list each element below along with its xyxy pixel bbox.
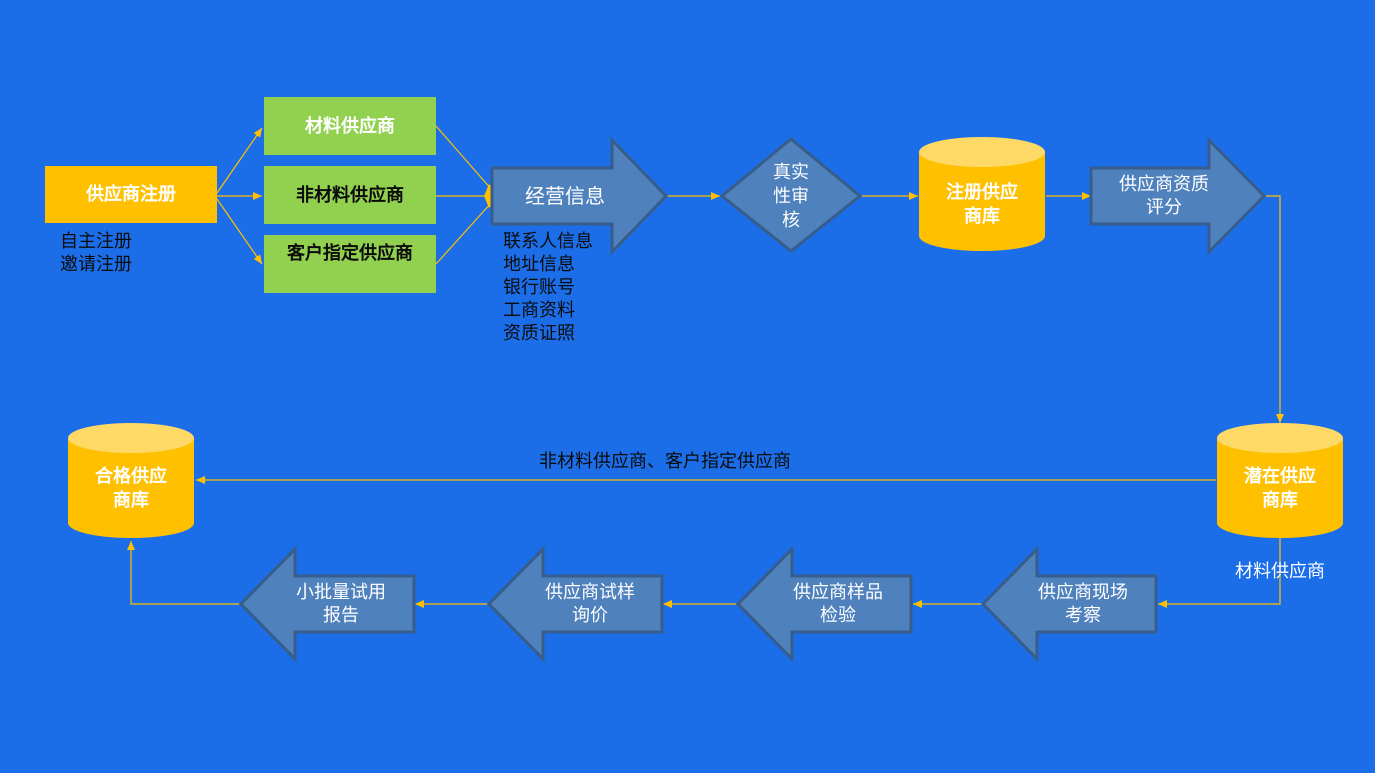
registered-db-cylinder [919, 137, 1045, 251]
verify-line-3: 核 [782, 210, 800, 231]
verify-line-2: 性审 [773, 186, 809, 207]
small-batch-line-1: 小批量试用 [296, 582, 386, 603]
sample-test-line-1: 供应商样品 [793, 582, 883, 603]
register-method-self: 自主注册 [60, 231, 132, 252]
nonmaterial-supplier-box [264, 166, 436, 224]
qualification-score-arrow [1089, 136, 1267, 256]
trial-quote-arrow [486, 545, 664, 663]
nonmaterial-supplier-label: 非材料供应商 [296, 184, 404, 206]
small-batch-line-2: 报告 [323, 605, 359, 626]
customer-supplier-box [264, 235, 436, 293]
connector-register-to-customer [216, 198, 263, 265]
connector-potential-to-site-inspection [1158, 538, 1281, 608]
registered-db-line-1: 注册供应 [946, 182, 1018, 203]
business-info-item: 联系人信息 [503, 231, 593, 252]
sample-test-arrow [735, 545, 913, 663]
site-inspection-line-2: 考察 [1065, 605, 1101, 626]
registered-db-line-2: 商库 [964, 206, 1000, 227]
nonmaterial-branch-label: 非材料供应商、客户指定供应商 [539, 451, 791, 472]
register-title: 供应商注册 [86, 184, 176, 205]
register-box [45, 166, 217, 223]
small-batch-arrow [238, 545, 416, 663]
register-method-invite: 邀请注册 [60, 254, 132, 275]
trial-quote-line-1: 供应商试样 [545, 582, 635, 603]
potential-db-cylinder [1217, 423, 1343, 538]
material-supplier-label: 材料供应商 [305, 115, 395, 137]
customer-supplier-label: 客户指定供应商 [287, 243, 413, 264]
qualification-score-line-2: 评分 [1146, 197, 1182, 218]
verify-line-1: 真实 [773, 162, 809, 183]
business-info-item: 工商资料 [503, 300, 575, 321]
verify-diamond [719, 137, 863, 253]
business-info-item: 资质证照 [503, 323, 575, 344]
material-branch-label: 材料供应商 [1235, 561, 1325, 582]
connector-register-to-material [216, 127, 263, 194]
qualification-score-line-1: 供应商资质 [1119, 174, 1209, 195]
connector-small-batch-to-qualified-db [127, 541, 241, 605]
potential-db-line-1: 潜在供应 [1244, 466, 1316, 487]
business-info-title: 经营信息 [525, 183, 605, 208]
business-info-item: 地址信息 [503, 254, 575, 275]
qualified-db-line-2: 商库 [113, 490, 149, 511]
site-inspection-arrow [980, 545, 1158, 663]
business-info-arrow [490, 136, 669, 256]
material-supplier-box [264, 97, 436, 155]
connector-material-to-business [435, 125, 493, 191]
connector-score-to-potential-db [1264, 195, 1284, 423]
site-inspection-line-1: 供应商现场 [1038, 582, 1128, 603]
qualified-db-cylinder [68, 423, 194, 538]
qualified-db-line-1: 合格供应 [95, 466, 167, 487]
business-info-item: 银行账号 [503, 277, 575, 298]
potential-db-line-2: 商库 [1262, 490, 1298, 511]
sample-test-line-2: 检验 [820, 605, 856, 626]
trial-quote-line-2: 询价 [572, 605, 608, 626]
connector-customer-to-business [435, 201, 493, 265]
